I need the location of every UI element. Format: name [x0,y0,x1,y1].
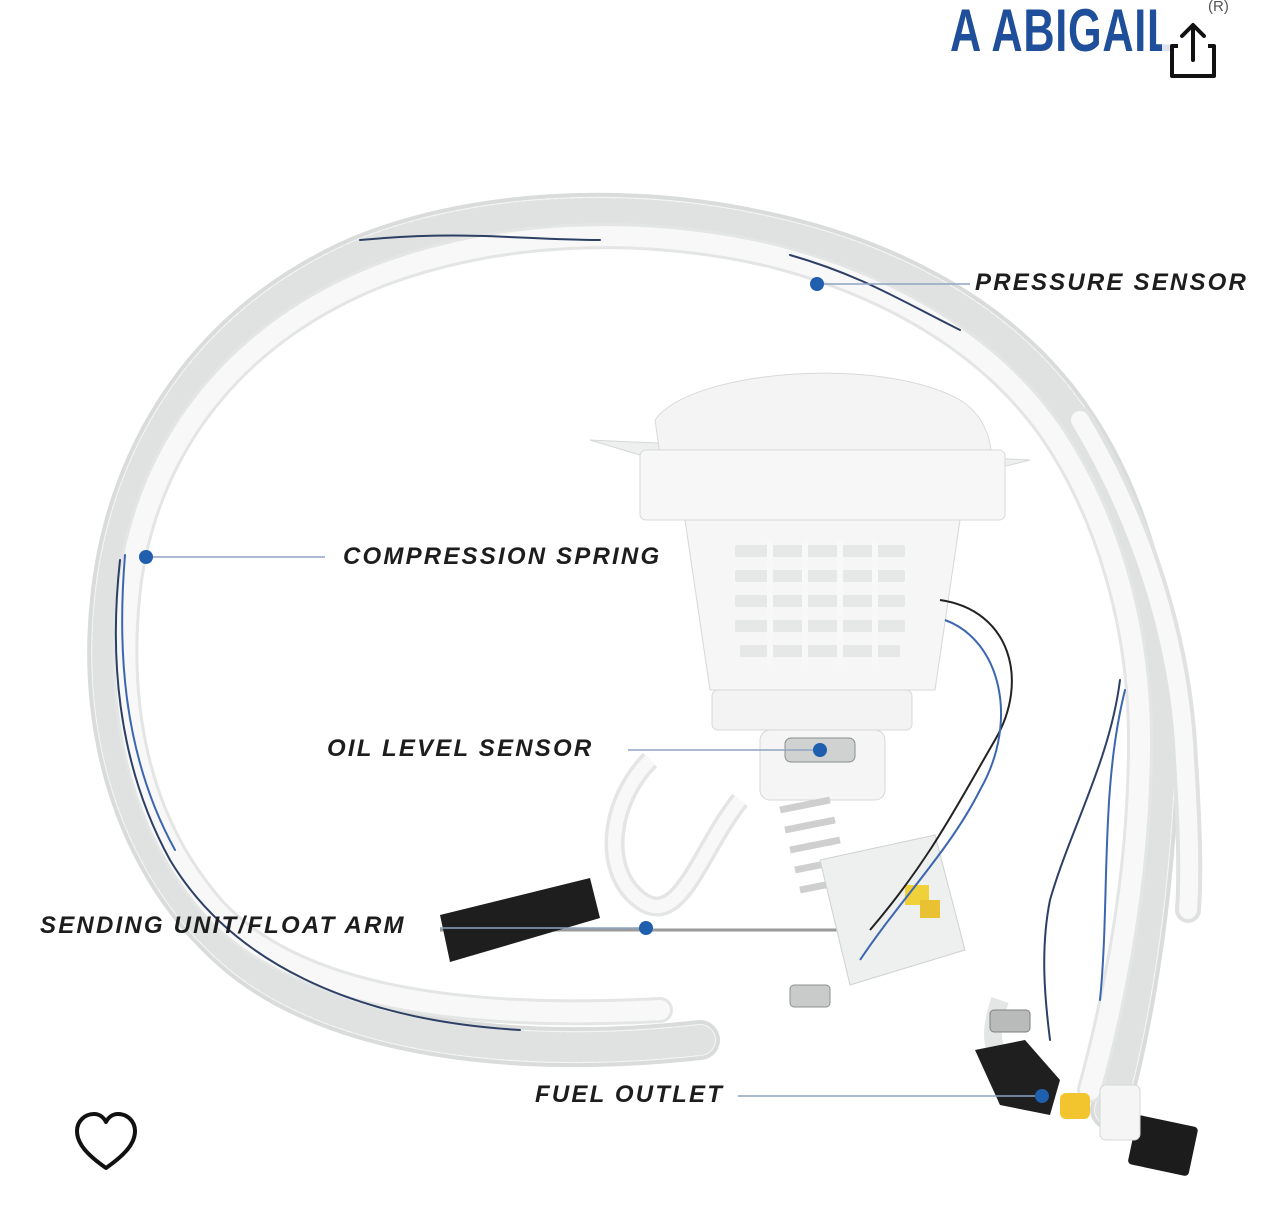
brand-logo: A ABIGAIL [950,0,1175,64]
registered-mark: (R) [1208,0,1229,15]
callout-dot-pressure-sensor [810,277,824,291]
callout-dot-fuel-outlet [1035,1089,1049,1103]
share-icon [1162,16,1222,82]
callout-dots [139,277,1049,1103]
label-compression-spring: COMPRESSION SPRING [343,543,662,570]
hose-loop [87,192,1203,1130]
callout-dot-oil-level-sensor [813,743,827,757]
label-fuel-outlet: FUEL OUTLET [535,1081,725,1108]
share-button[interactable] [1162,16,1222,82]
heart-outline-icon [75,1112,137,1170]
label-pressure-sensor: PRESSURE SENSOR [975,269,1249,296]
callout-dot-compression-spring [139,550,153,564]
label-oil-level-sensor: OIL LEVEL SENSOR [327,735,594,762]
pump-module [440,372,1031,1008]
label-sending-unit: SENDING UNIT/FLOAT ARM [40,912,406,939]
callout-dot-sending-unit [639,921,653,935]
favorite-button[interactable] [72,1110,140,1174]
callout-lines [146,283,1042,1097]
